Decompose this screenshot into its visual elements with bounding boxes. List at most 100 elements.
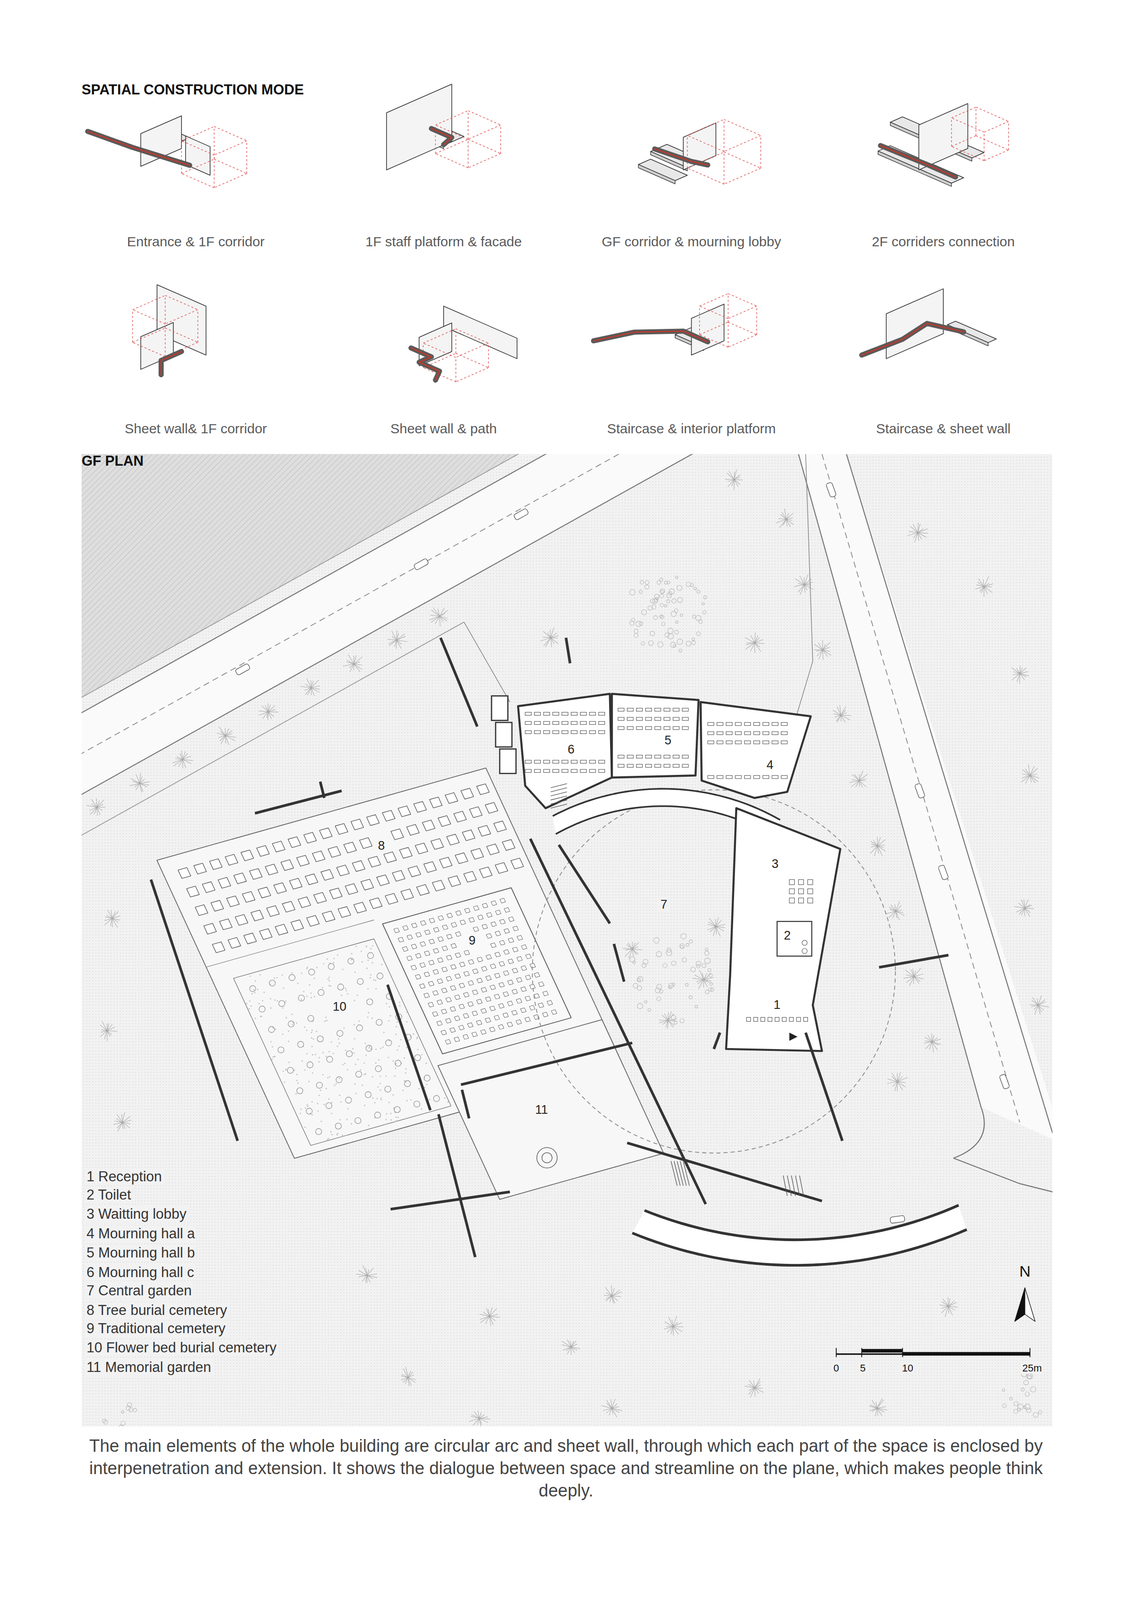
flower-texture (363, 1061, 365, 1064)
stair-tread (550, 791, 568, 796)
lobby-seat (798, 879, 804, 885)
grave-plot (485, 996, 492, 1002)
flower-texture (270, 1040, 272, 1042)
tree-symbol (885, 900, 905, 920)
service-room (491, 695, 508, 721)
tree-burial-plot (306, 915, 320, 927)
tree-burial-plot (345, 883, 358, 895)
flower-bed (288, 1020, 295, 1027)
scale-bar-tick (902, 1347, 904, 1357)
shrub-symbol (673, 1020, 678, 1025)
tree-burial-plot (406, 824, 420, 836)
grave-plot (445, 1018, 451, 1024)
seat (663, 708, 670, 712)
flower-texture (249, 975, 251, 977)
seat (598, 769, 605, 773)
tree-burial-plot (398, 805, 411, 817)
tree-symbol (814, 639, 832, 660)
flower-texture (405, 1117, 407, 1119)
flower-bed (249, 985, 256, 992)
axonometric-sketch (386, 84, 502, 171)
grave-plot (445, 1039, 451, 1045)
flower-texture (315, 1030, 318, 1032)
grave-plot (498, 1024, 504, 1030)
grave-plot (489, 1005, 496, 1011)
shrub-symbol (660, 615, 665, 619)
grave-plot (455, 973, 461, 979)
tree-symbol (1014, 899, 1035, 917)
flower-texture (426, 1083, 428, 1085)
sheet-wall (254, 790, 342, 813)
sheet-wall (390, 1191, 511, 1209)
grave-plot (511, 1009, 518, 1015)
flower-texture (400, 1038, 402, 1040)
tree-trunk (569, 1345, 572, 1348)
grave-plot (499, 961, 505, 967)
tree-trunk (875, 1406, 878, 1409)
site-boundary (81, 621, 465, 847)
grave-plot (538, 981, 544, 987)
shrub-symbol (1027, 1375, 1032, 1379)
seat (589, 721, 596, 725)
legend-entry: 5 Mourning hall b (84, 1244, 197, 1262)
flower-texture (390, 1112, 392, 1114)
flower-bed (317, 988, 324, 995)
shrub-symbol (673, 644, 677, 647)
flower-texture (295, 1092, 297, 1095)
flower-texture (403, 1079, 406, 1082)
seat (580, 769, 587, 773)
shrub-symbol (644, 584, 650, 590)
tree-trunk (714, 925, 717, 927)
shrub-symbol (659, 577, 663, 581)
flower-bed (413, 1100, 420, 1107)
grave-plot (429, 938, 435, 944)
flower-texture (303, 990, 305, 992)
mourning-hall (517, 693, 612, 808)
flower-texture (368, 1046, 371, 1049)
flower-texture (346, 1118, 348, 1120)
grave-plot (441, 966, 448, 972)
shrub-symbol (102, 1418, 106, 1423)
flower-texture (387, 1056, 389, 1058)
room-number: 4 (764, 757, 776, 772)
lobby-seat (789, 879, 795, 885)
tree-trunk (1029, 774, 1031, 777)
shrub-symbol (126, 1405, 131, 1410)
tree-burial-plot (272, 840, 285, 852)
room-number: 5 (662, 733, 674, 748)
grave-plot (516, 998, 522, 1004)
grave-plot (521, 944, 527, 950)
tree-burial-plot (203, 922, 217, 934)
shrub-symbol (696, 963, 701, 968)
flower-texture (296, 1073, 298, 1075)
grave-plot (524, 1016, 531, 1022)
scale-bar-tick (835, 1347, 837, 1357)
grave-plot (462, 1034, 469, 1040)
tree-burial-plot (444, 792, 458, 804)
flower-texture (417, 1048, 419, 1050)
flower-texture (331, 1133, 333, 1135)
flower-bed (316, 1081, 323, 1088)
tree-burial-plot (469, 806, 483, 818)
flower-texture (276, 976, 278, 978)
seat (672, 717, 679, 721)
flower-texture (332, 961, 335, 963)
flower-texture (321, 986, 324, 989)
scale-number: 5 (858, 1361, 868, 1374)
flower-bed (258, 1005, 265, 1012)
grave-plot (424, 992, 430, 998)
road-edge (798, 454, 985, 1159)
tree-symbol (300, 678, 321, 696)
grave-plot (542, 1011, 549, 1017)
flower-texture (311, 1053, 314, 1056)
sketch-volume-edge (687, 119, 725, 136)
grave-plot (455, 952, 461, 958)
sketch-volume-edge (728, 321, 757, 335)
tree-symbol (469, 1410, 491, 1427)
shrub-symbol (675, 575, 678, 579)
axonometric-sketch (638, 119, 761, 185)
tree-symbol (939, 1296, 958, 1317)
tree-burial-plot (312, 850, 326, 862)
tree-trunk (733, 478, 735, 481)
tree-trunk (803, 583, 806, 586)
